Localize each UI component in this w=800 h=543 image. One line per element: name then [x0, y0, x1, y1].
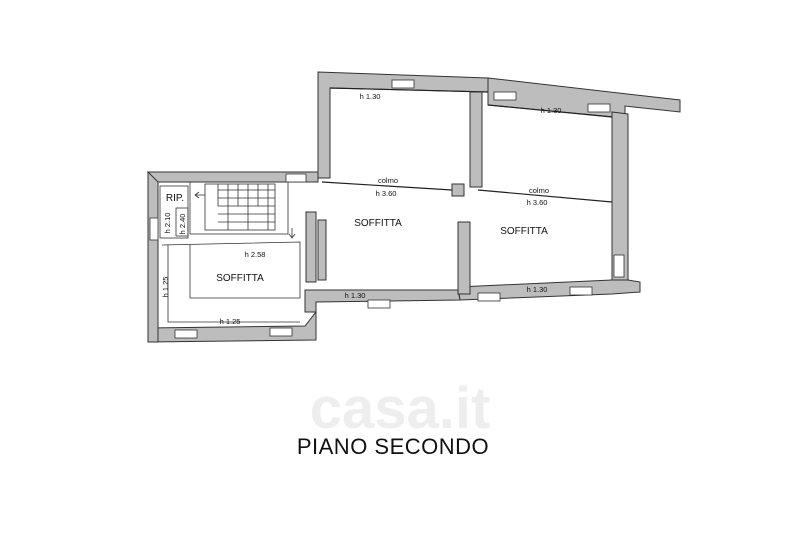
- watermark: casa.it: [310, 376, 491, 441]
- ridge-height-right: h 3.60: [527, 198, 548, 207]
- dim-top-right: h 1.30: [541, 106, 562, 115]
- room-label-rip: RIP.: [166, 193, 184, 204]
- floor-title: PIANO SECONDO: [297, 434, 489, 459]
- dim-top-left: h 1.30: [360, 92, 381, 101]
- dim-left-room-top: h 2.58: [245, 250, 266, 259]
- ridge-height-center: h 3.60: [376, 189, 397, 198]
- room-label-soffitta-left: SOFFITTA: [216, 273, 264, 284]
- dim-left-room-side: h 1.25: [161, 277, 170, 298]
- dim-rip-b: h 2.40: [178, 214, 187, 235]
- ridge-label-right: colmo: [529, 186, 549, 195]
- dim-bottom-right: h 1.30: [527, 285, 548, 294]
- dim-left-room-bottom: h 1.25: [220, 317, 241, 326]
- interior-walls: [157, 87, 613, 342]
- room-label-soffitta-center: SOFFITTA: [354, 218, 402, 229]
- ridge-label-center: colmo: [378, 176, 398, 185]
- dim-bottom-center: h 1.30: [345, 291, 366, 300]
- room-label-soffitta-right: SOFFITTA: [500, 226, 548, 237]
- staircase: [204, 183, 276, 231]
- windows: [149, 79, 625, 339]
- dim-rip-a: h 2.10: [163, 213, 172, 234]
